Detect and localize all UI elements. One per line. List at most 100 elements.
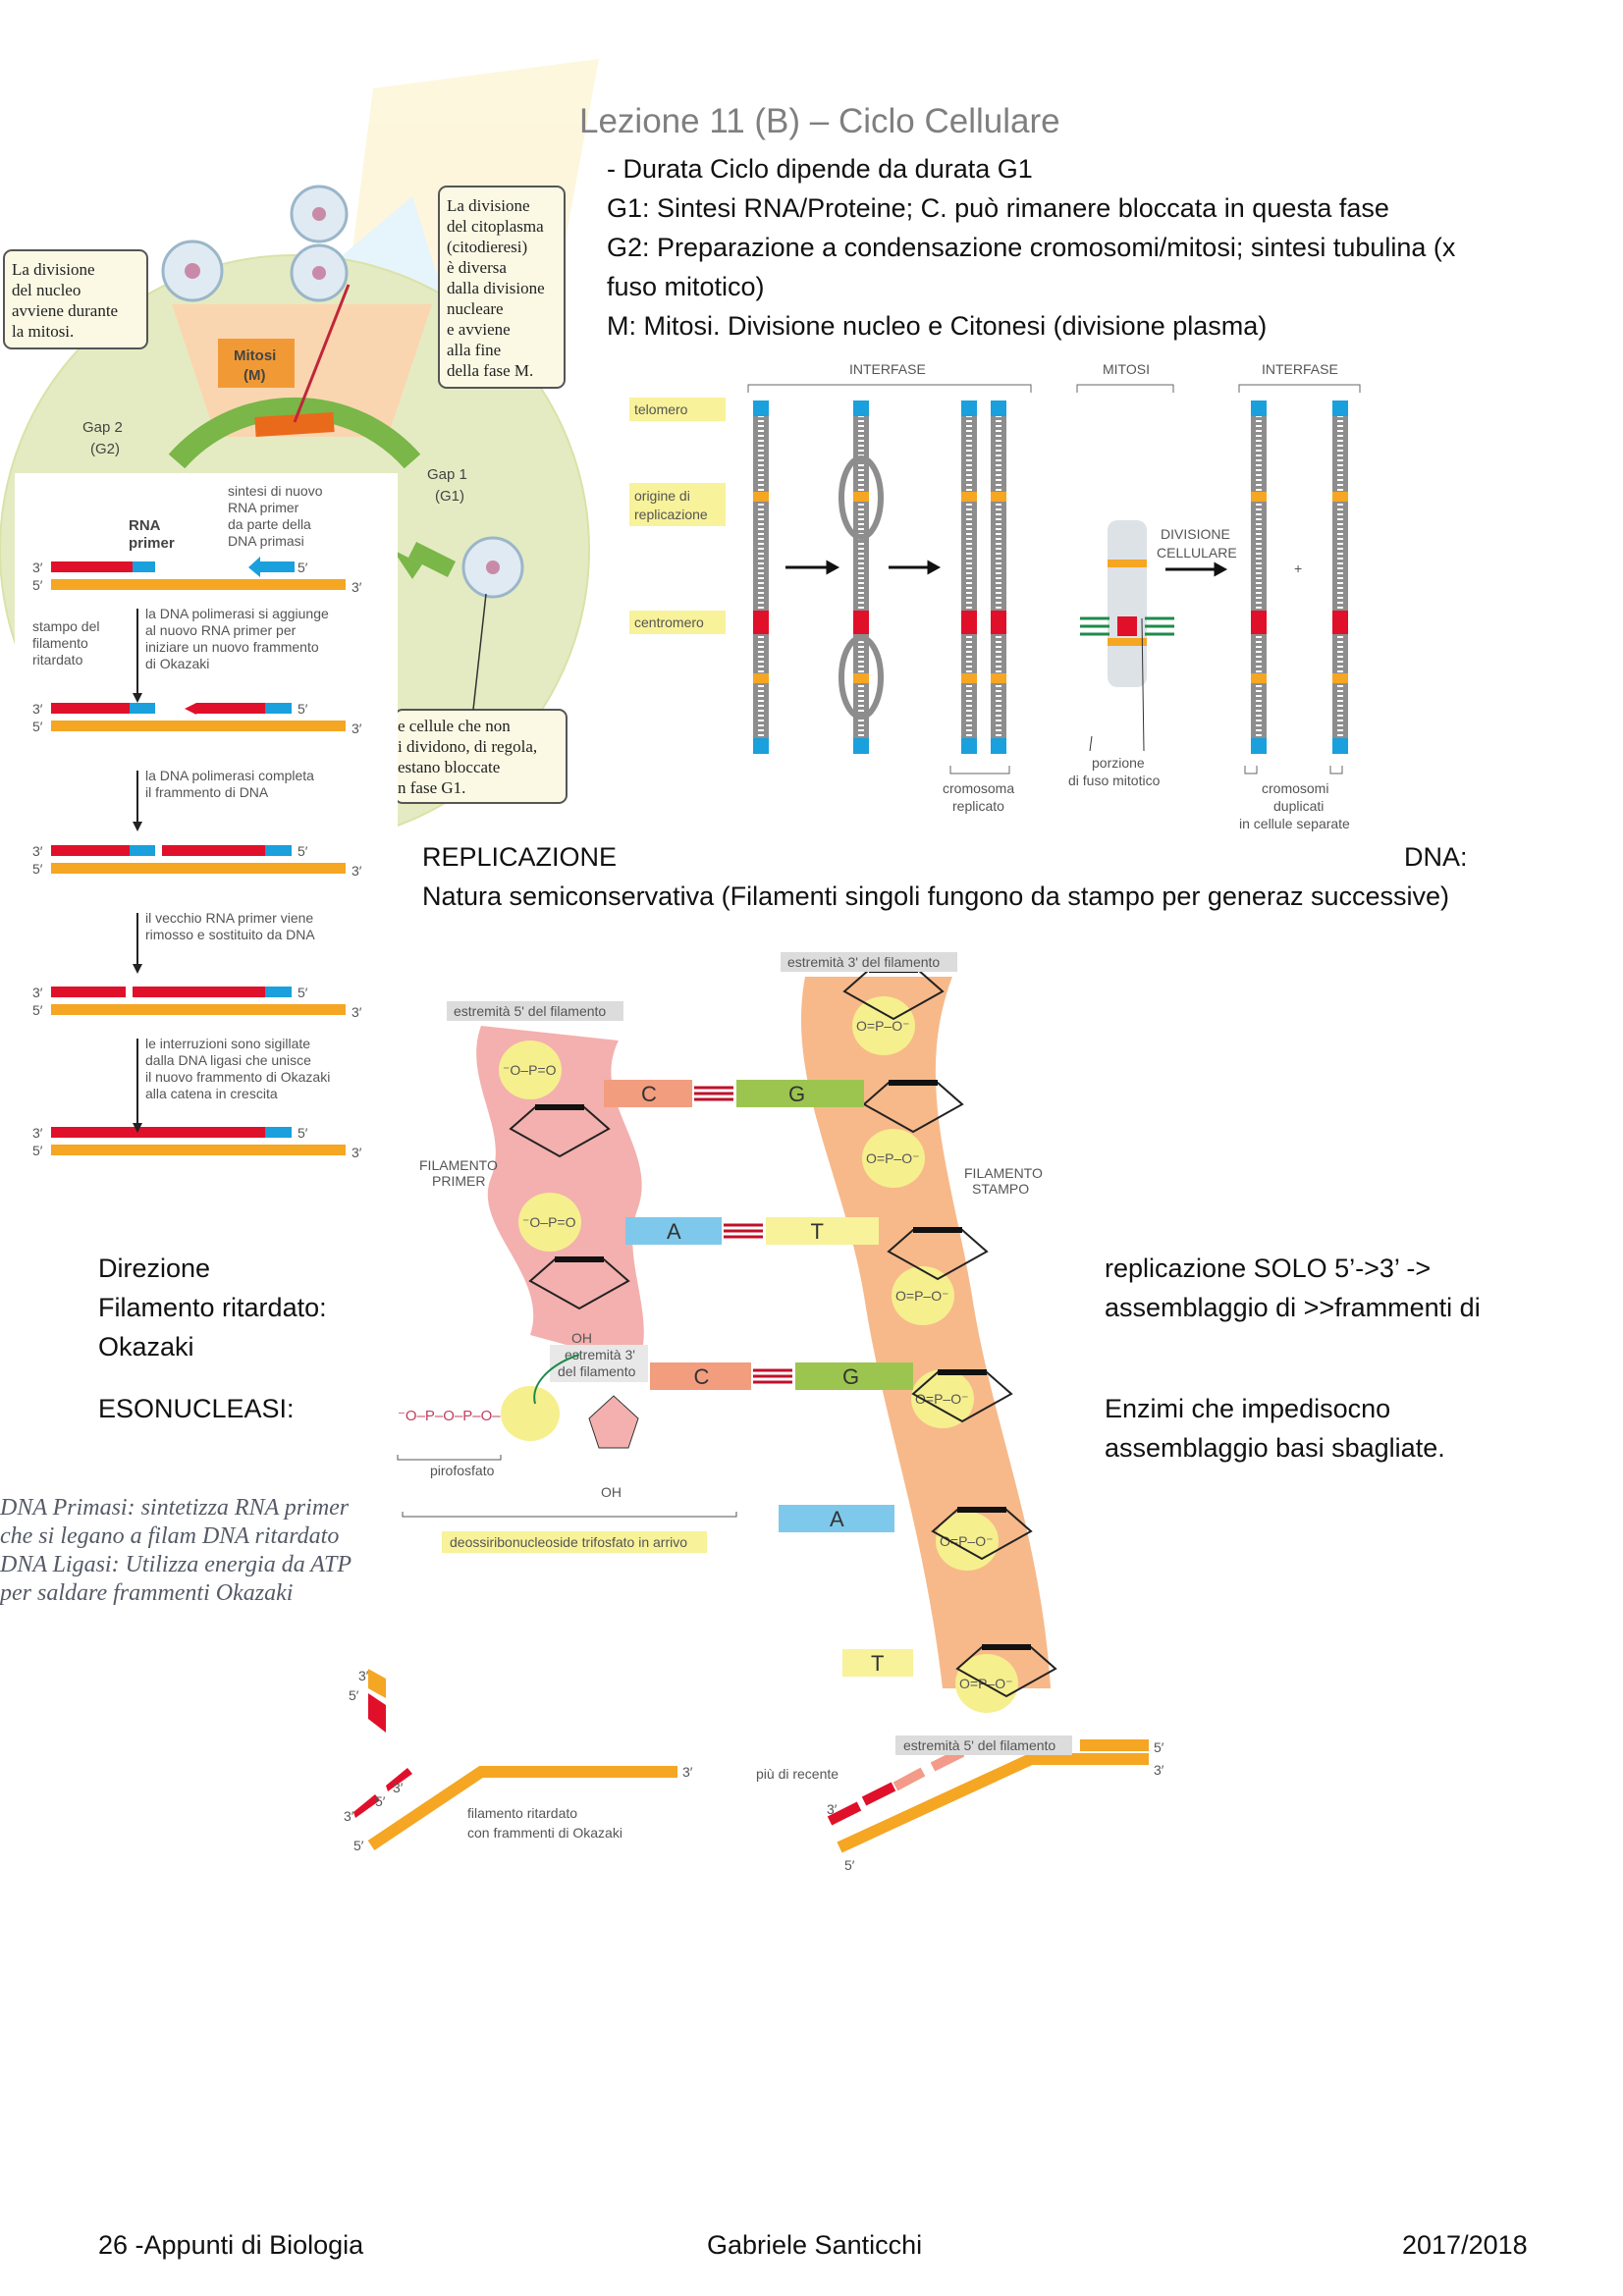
telomere-mark bbox=[1332, 738, 1348, 754]
template-strand-label: STAMPO bbox=[972, 1181, 1029, 1197]
telomere-mark bbox=[991, 400, 1006, 416]
hydrogen-bonds bbox=[694, 1086, 733, 1101]
callout-text: e avviene bbox=[447, 320, 511, 339]
strand-end-label: 5′ bbox=[844, 1857, 855, 1873]
step-arrowhead bbox=[133, 1123, 142, 1133]
phosphate-group bbox=[501, 1386, 560, 1441]
origin-mark bbox=[1251, 673, 1267, 683]
direction-note: Filamento ritardato: bbox=[98, 1293, 327, 1322]
step-arrowhead bbox=[133, 964, 142, 974]
summary-line: G2: Preparazione a condensazione cromoso… bbox=[607, 233, 1456, 262]
sugar-ring bbox=[509, 1106, 611, 1158]
callout-text: (citodieresi) bbox=[447, 238, 527, 256]
strand-end-label: 3′ bbox=[344, 1808, 354, 1824]
end-label: 3′ bbox=[32, 560, 43, 575]
callout-text: La divisione bbox=[12, 260, 95, 279]
summary-line: - Durata Ciclo dipende da durata G1 bbox=[607, 154, 1033, 184]
step-text: la DNA polimerasi si aggiunge bbox=[145, 606, 329, 621]
sugar-ring bbox=[955, 1646, 1057, 1698]
incoming-nucleotide-label: deossiribonucleoside trifosfato in arriv… bbox=[450, 1534, 687, 1550]
callout-text: avviene durante bbox=[12, 301, 118, 320]
telomere-mark bbox=[991, 738, 1006, 754]
origin-label: origine di bbox=[634, 488, 690, 504]
origin-mark bbox=[753, 492, 769, 502]
strand-segment bbox=[265, 987, 292, 997]
base-letter: A bbox=[830, 1507, 844, 1531]
template-label: filamento bbox=[32, 635, 88, 651]
strand-segment bbox=[130, 703, 155, 714]
origin-mark bbox=[1332, 673, 1348, 683]
cell-division-label: DIVISIONE bbox=[1161, 526, 1230, 542]
callout-text: estano bloccate bbox=[398, 758, 500, 776]
primase-note: sintesi di nuovo bbox=[228, 483, 323, 499]
centromere-mark bbox=[1332, 611, 1348, 634]
phosphate-group bbox=[852, 996, 915, 1055]
step-text: alla catena in crescita bbox=[145, 1086, 278, 1101]
spindle-label: porzione bbox=[1092, 755, 1145, 771]
mitosis-label: (M) bbox=[243, 367, 266, 384]
oh-label: OH bbox=[571, 1330, 592, 1346]
strand-segment bbox=[265, 845, 292, 856]
step-text: rimosso e sostituito da DNA bbox=[145, 927, 315, 942]
footer-year: 2017/2018 bbox=[1402, 2230, 1528, 2260]
primer-strand-label: PRIMER bbox=[432, 1173, 485, 1189]
spindle-fibers bbox=[1080, 616, 1174, 636]
callout-text: del nucleo bbox=[12, 281, 81, 299]
end3-primer-label: estremità 3' bbox=[565, 1347, 635, 1362]
spindle-label: di fuso mitotico bbox=[1068, 773, 1161, 788]
step-text: il frammento di DNA bbox=[145, 784, 269, 800]
primase-note: da parte della bbox=[228, 516, 311, 532]
gap2-label: Gap 2 bbox=[82, 419, 123, 436]
end-label: 3′ bbox=[352, 1145, 362, 1160]
phosphate-formula: O=P–O⁻ bbox=[895, 1288, 948, 1304]
template-strand bbox=[51, 1145, 346, 1155]
telomere-mark bbox=[961, 400, 977, 416]
hydrogen-bonds bbox=[753, 1368, 792, 1384]
chromosome-replication-figure: INTERFASE MITOSI INTERFASE telomero orig… bbox=[629, 361, 1361, 831]
strand-segment bbox=[196, 703, 265, 714]
hydrogen-bonds bbox=[724, 1223, 763, 1239]
strand-segment bbox=[133, 561, 155, 572]
callout-text: la mitosi. bbox=[12, 322, 74, 341]
base-letter: C bbox=[694, 1364, 710, 1389]
base-letter: C bbox=[641, 1082, 657, 1106]
end3-template-label: estremità 3' del filamento bbox=[787, 954, 940, 970]
dna-polymerization-figure: ⁻O–P=O⁻O–P=OO=P–O⁻O=P–O⁻O=P–O⁻O=P–O⁻O=P–… bbox=[397, 952, 1057, 1713]
strand-segment bbox=[265, 703, 292, 714]
strand-segment bbox=[51, 1127, 265, 1138]
separated-label: duplicati bbox=[1273, 798, 1324, 814]
end-label: 3′ bbox=[352, 579, 362, 595]
end-label: 3′ bbox=[352, 1004, 362, 1020]
recent-label: più di recente bbox=[756, 1766, 839, 1782]
callout-text: n fase G1. bbox=[398, 778, 465, 797]
base-T bbox=[842, 1649, 913, 1677]
summary-line: M: Mitosi. Divisione nucleo e Citonesi (… bbox=[607, 311, 1268, 341]
callout-cytoplasm bbox=[438, 186, 566, 389]
primer-arrow bbox=[248, 557, 295, 577]
step-text: il nuovo frammento di Okazaki bbox=[145, 1069, 330, 1085]
end-label: 5′ bbox=[298, 560, 308, 575]
step-text: di Okazaki bbox=[145, 656, 209, 671]
callout-nucleus bbox=[3, 249, 148, 349]
origin-label: replicazione bbox=[634, 507, 708, 522]
callout-text: della fase M. bbox=[447, 361, 533, 380]
strand-segment bbox=[51, 987, 126, 997]
strand-segment bbox=[51, 703, 130, 714]
semiconservative-line: Natura semiconservativa (Filamenti singo… bbox=[422, 881, 1449, 911]
origin-mark bbox=[753, 673, 769, 683]
telomere-mark bbox=[753, 400, 769, 416]
sugar-ring bbox=[528, 1258, 630, 1310]
summary-line: fuso mitotico) bbox=[607, 272, 765, 301]
mitotic-chromosome bbox=[1108, 520, 1147, 687]
base-A bbox=[625, 1217, 722, 1245]
strand-end-label: 3′ bbox=[393, 1780, 404, 1795]
phosphate-group bbox=[892, 1266, 954, 1325]
svg-text:⁻O–P–O–P–O–: ⁻O–P–O–P–O– bbox=[398, 1408, 501, 1424]
centromere-mark bbox=[961, 611, 977, 634]
mitosis-box bbox=[218, 339, 295, 388]
phosphate-group bbox=[518, 1193, 581, 1252]
step-text: iniziare un nuovo frammento bbox=[145, 639, 319, 655]
end-label: 5′ bbox=[298, 701, 308, 717]
callout-text: del citoplasma bbox=[447, 217, 544, 236]
